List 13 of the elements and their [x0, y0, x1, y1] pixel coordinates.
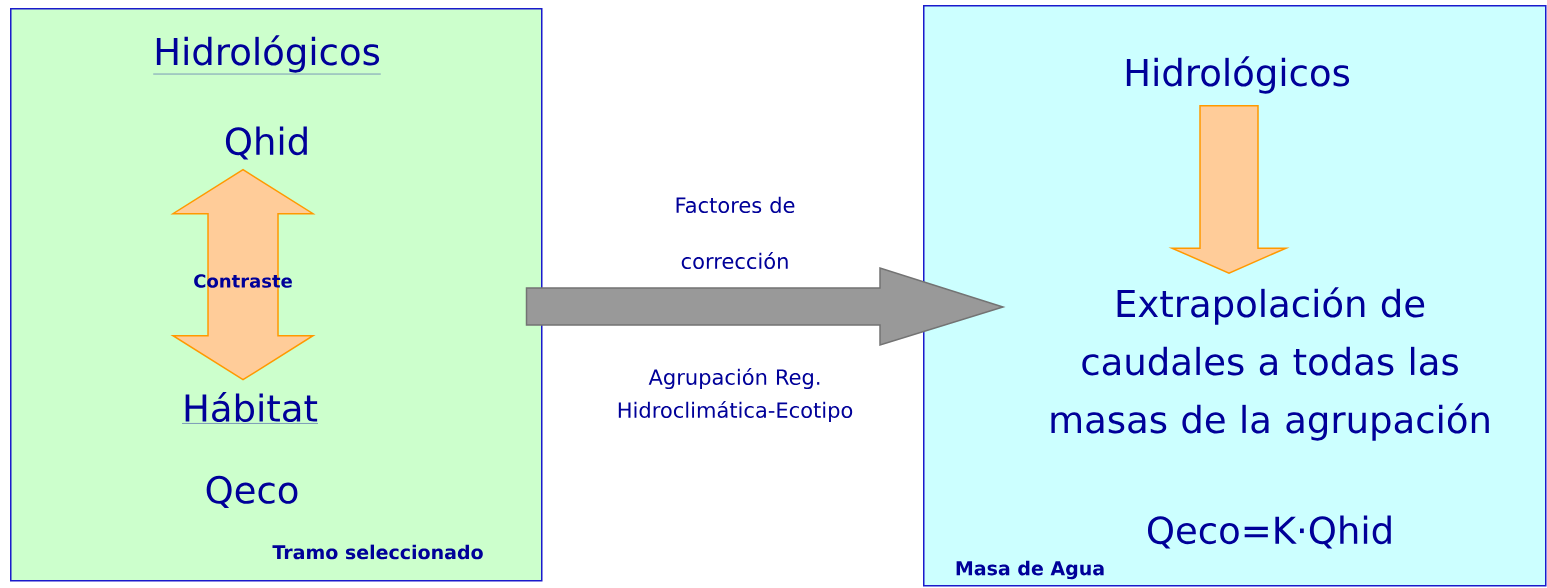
block-arrow [525, 266, 1006, 346]
heading: Hidrológicos [153, 35, 381, 75]
description-text: Extrapolación de caudales a todas las masas de la agrupación [1051, 287, 1489, 441]
symbol-text: Qeco [206, 475, 298, 509]
note-text: Agrupación Reg. Hidroclimática-Ecotipo [618, 367, 853, 423]
symbol-text: Qhid [225, 126, 307, 160]
edge-label: Contraste [194, 274, 292, 288]
edge-label: Factores de corrección [676, 196, 795, 270]
formula-text: Qeco=K·Qhid [1147, 515, 1391, 549]
heading: Hidrológicos [1126, 56, 1350, 94]
heading: Hábitat [181, 391, 319, 424]
block-arrow [170, 168, 316, 381]
block-arrow [1168, 105, 1290, 274]
